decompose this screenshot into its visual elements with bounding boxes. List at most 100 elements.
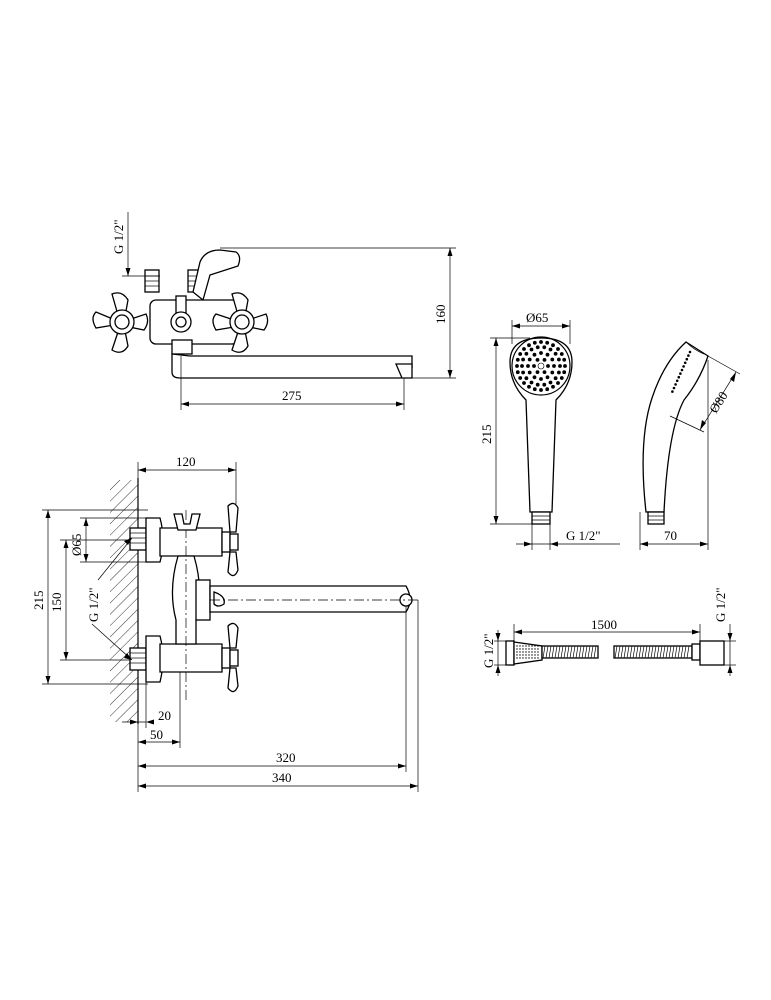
eccentric-upper [129, 527, 147, 551]
spray-nozzles [515, 340, 567, 392]
diverter-center-top [170, 295, 193, 355]
hose-winding [566, 645, 570, 659]
spray-nozzle [557, 357, 561, 362]
side-nozzle [682, 365, 685, 368]
spray-nozzle [542, 382, 547, 387]
wall-hatch [110, 480, 138, 722]
hand-shower-thread [531, 511, 551, 525]
side-nozzle [685, 357, 689, 361]
spray-nozzle [535, 357, 540, 362]
side-spout-reach-label: 320 [276, 750, 296, 765]
side-thread-label: G 1/2" [86, 587, 101, 622]
hose-winding [641, 645, 645, 659]
hose-winding [683, 645, 687, 659]
valve-body-lower [159, 643, 223, 673]
cone-texture [537, 651, 539, 653]
cone-texture [528, 645, 530, 647]
spout-top [171, 353, 413, 379]
hand-shower-front: Ø65 215 G 1/2" [479, 310, 620, 550]
hose-winding [614, 645, 618, 659]
spray-nozzle [537, 362, 545, 370]
cone-texture [522, 657, 524, 659]
hose-length-label: 1500 [591, 617, 617, 632]
hand-shower-side: Ø80 70 [639, 341, 741, 550]
cone-texture [516, 654, 518, 656]
cone-texture [537, 657, 539, 659]
hose-nut-left [505, 640, 515, 666]
spray-nozzle [546, 364, 550, 368]
hose-winding [671, 645, 675, 659]
side-diameter-label: Ø65 [69, 534, 84, 556]
spray-nozzle [551, 384, 555, 389]
spray-nozzle [539, 340, 543, 344]
spray-nozzle [545, 340, 550, 345]
cone-texture [528, 654, 530, 656]
spray-nozzle [521, 357, 526, 362]
top-spout-length-label: 275 [282, 388, 302, 403]
spout-base [195, 579, 211, 621]
cone-texture [525, 654, 527, 656]
cone-texture [519, 654, 521, 656]
diverter-lever [192, 249, 241, 302]
spray-nozzle [559, 376, 564, 380]
hose-winding [686, 645, 690, 659]
spray-nozzle [526, 364, 530, 368]
hose-winding [680, 645, 684, 659]
spray-nozzle [539, 377, 543, 381]
hose-winding [626, 645, 630, 659]
cone-texture [522, 648, 524, 650]
shower-side-diameter-label: Ø80 [706, 389, 731, 416]
cone-texture [531, 648, 533, 650]
valve-body-upper [159, 527, 223, 557]
hose-winding [581, 645, 585, 659]
side-height-label: 215 [31, 591, 46, 611]
side-total-reach-label: 340 [272, 770, 292, 785]
side-nozzle [688, 350, 692, 354]
spray-nozzle [521, 370, 526, 375]
hose-winding [620, 645, 624, 659]
hose-winding [668, 645, 672, 659]
diverter-knob [213, 591, 225, 607]
shower-length-label: 215 [479, 425, 494, 445]
cone-texture [522, 645, 524, 647]
hose-winding [554, 645, 558, 659]
cone-texture [534, 651, 536, 653]
cone-texture [531, 645, 533, 647]
cone-texture [519, 648, 521, 650]
hose-winding [632, 645, 636, 659]
cone-texture [534, 645, 536, 647]
spray-nozzle [535, 370, 540, 375]
hose-winding [572, 645, 576, 659]
hose-cone [513, 641, 543, 665]
hose-winding [650, 645, 654, 659]
spray-nozzle [520, 364, 524, 368]
spray-nozzle [527, 343, 531, 348]
spray-nozzle [539, 388, 543, 392]
spray-nozzle [527, 384, 531, 389]
hose-winding [590, 645, 594, 659]
hose-winding [551, 645, 555, 659]
cone-texture [519, 645, 521, 647]
hose-thread-left-label: G 1/2" [481, 633, 496, 668]
spray-nozzle [559, 352, 564, 356]
cone-texture [525, 651, 527, 653]
hose-winding [638, 645, 642, 659]
eccentric-lower [129, 647, 147, 671]
cone-texture [534, 654, 536, 656]
spray-nozzle [563, 364, 567, 368]
hose: 1500 G 1/2" G 1/2" [481, 587, 736, 676]
cone-texture [531, 651, 533, 653]
hose-winding [623, 645, 627, 659]
spray-nozzle [542, 345, 547, 350]
hose-winding [644, 645, 648, 659]
spray-nozzle [518, 352, 523, 356]
hose-winding [557, 645, 561, 659]
side-depth-label: 120 [176, 454, 196, 469]
spray-nozzle [545, 352, 550, 357]
cone-texture [537, 645, 539, 647]
spray-nozzle [556, 381, 560, 385]
spray-nozzle [515, 364, 519, 368]
spray-nozzle [550, 357, 555, 362]
spray-nozzle [527, 357, 532, 362]
